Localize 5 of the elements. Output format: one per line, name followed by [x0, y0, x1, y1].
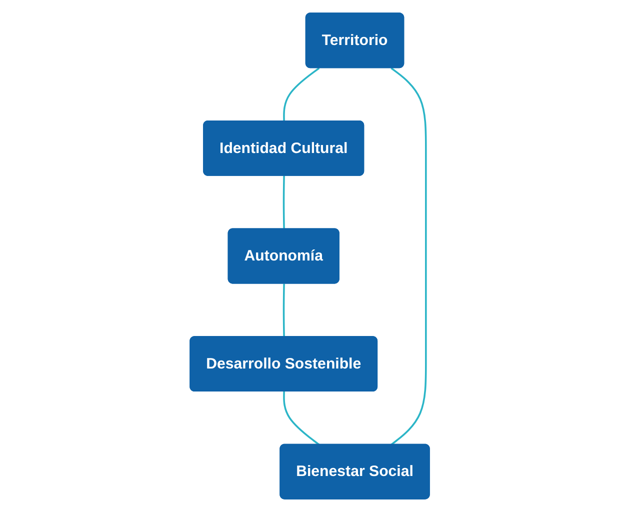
connector: [390, 67, 427, 446]
connector: [282, 176, 285, 230]
connector: [282, 284, 285, 337]
connector: [282, 392, 320, 446]
connector: [282, 67, 320, 122]
